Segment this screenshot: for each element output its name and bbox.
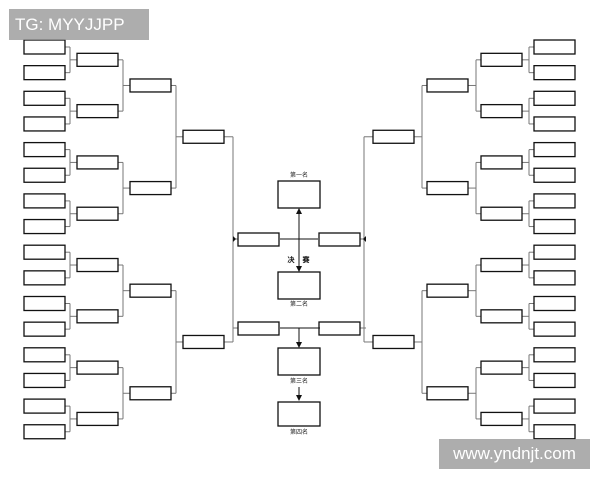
left-round1-slot[interactable] <box>23 321 66 337</box>
right-round2-slot[interactable] <box>480 206 523 221</box>
left-round1-slot[interactable] <box>23 39 66 55</box>
arrow-down-icon <box>296 395 302 401</box>
left-round2-slot[interactable] <box>76 257 119 273</box>
watermark-bottom-right: www.yndnjt.com <box>439 439 590 469</box>
left-round4-slot[interactable] <box>182 334 225 350</box>
right-round1-slot[interactable] <box>533 167 576 183</box>
bracket-connectors <box>65 46 534 433</box>
left-round2-slot[interactable] <box>76 206 119 221</box>
left-round1-slot[interactable] <box>23 244 66 260</box>
final-label-left: 决 <box>288 255 296 264</box>
finals-arrows <box>233 208 366 401</box>
left-round3-slot[interactable] <box>129 386 172 401</box>
second-place-label: 第二名 <box>290 300 308 308</box>
left-round1-slot[interactable] <box>23 65 66 81</box>
left-round1-slot[interactable] <box>23 398 66 414</box>
right-round1-slot[interactable] <box>533 141 576 158</box>
left-round1-slot[interactable] <box>23 141 66 158</box>
arrow-down-icon <box>296 342 302 348</box>
semifinal-right-top-slot[interactable] <box>318 232 361 247</box>
left-round2-slot[interactable] <box>76 52 119 67</box>
right-round2-slot[interactable] <box>480 360 523 375</box>
right-round2-slot[interactable] <box>480 52 523 67</box>
first-place-label: 第一名 <box>290 171 308 179</box>
right-round2-slot[interactable] <box>480 257 523 273</box>
right-round3-slot[interactable] <box>426 283 469 298</box>
right-round1-slot[interactable] <box>533 424 576 440</box>
left-round1-slot[interactable] <box>23 270 66 286</box>
semifinal-right-bottom-slot[interactable] <box>318 321 361 336</box>
left-round2-slot[interactable] <box>76 360 119 375</box>
left-round2-slot[interactable] <box>76 155 119 170</box>
left-round3-slot[interactable] <box>129 180 172 196</box>
third-place-label: 第三名 <box>290 377 308 385</box>
right-round2-slot[interactable] <box>480 155 523 170</box>
right-round1-slot[interactable] <box>533 398 576 414</box>
left-round1-slot[interactable] <box>23 116 66 132</box>
right-round4-slot[interactable] <box>372 129 415 144</box>
right-round3-slot[interactable] <box>426 386 469 401</box>
right-round1-slot[interactable] <box>533 193 576 209</box>
semifinal-left-top-slot[interactable] <box>237 232 280 247</box>
right-round1-slot[interactable] <box>533 372 576 389</box>
final-label-right: 赛 <box>302 255 311 264</box>
right-round1-slot[interactable] <box>533 295 576 312</box>
right-round1-slot[interactable] <box>533 321 576 337</box>
left-round3-slot[interactable] <box>129 78 172 93</box>
right-round1-slot[interactable] <box>533 244 576 260</box>
left-round1-slot[interactable] <box>23 347 66 363</box>
right-round2-slot[interactable] <box>480 411 523 427</box>
watermark-top-left: TG: MYYJJPP <box>9 9 149 40</box>
first-place-box[interactable] <box>277 180 321 209</box>
semifinal-left-bottom-slot[interactable] <box>237 321 280 336</box>
right-round1-slot[interactable] <box>533 347 576 363</box>
left-round1-slot[interactable] <box>23 295 66 312</box>
right-round4-slot[interactable] <box>372 334 415 350</box>
right-round1-slot[interactable] <box>533 116 576 132</box>
arrow-down-icon <box>296 266 302 272</box>
left-round3-slot[interactable] <box>129 283 172 298</box>
right-round1-slot[interactable] <box>533 90 576 106</box>
fourth-place-box[interactable] <box>277 401 321 427</box>
arrow-right-icon <box>233 236 236 242</box>
left-round1-slot[interactable] <box>23 90 66 106</box>
second-place-box[interactable] <box>277 271 321 300</box>
left-round1-slot[interactable] <box>23 193 66 209</box>
right-round3-slot[interactable] <box>426 78 469 93</box>
right-round1-slot[interactable] <box>533 270 576 286</box>
right-round1-slot[interactable] <box>533 218 576 235</box>
right-round1-slot[interactable] <box>533 39 576 55</box>
right-round3-slot[interactable] <box>426 180 469 196</box>
fourth-place-label: 第四名 <box>290 428 308 436</box>
third-place-box[interactable] <box>277 347 321 376</box>
right-round1-slot[interactable] <box>533 65 576 81</box>
left-round1-slot[interactable] <box>23 167 66 183</box>
left-round1-slot[interactable] <box>23 424 66 440</box>
arrow-left-icon <box>363 236 366 242</box>
left-round1-slot[interactable] <box>23 218 66 235</box>
left-round2-slot[interactable] <box>76 411 119 427</box>
left-round2-slot[interactable] <box>76 309 119 324</box>
bracket-slots <box>23 39 576 440</box>
right-round2-slot[interactable] <box>480 309 523 324</box>
left-round4-slot[interactable] <box>182 129 225 144</box>
right-round2-slot[interactable] <box>480 103 523 119</box>
left-round2-slot[interactable] <box>76 103 119 119</box>
left-round1-slot[interactable] <box>23 372 66 389</box>
arrow-up-icon <box>296 208 302 214</box>
